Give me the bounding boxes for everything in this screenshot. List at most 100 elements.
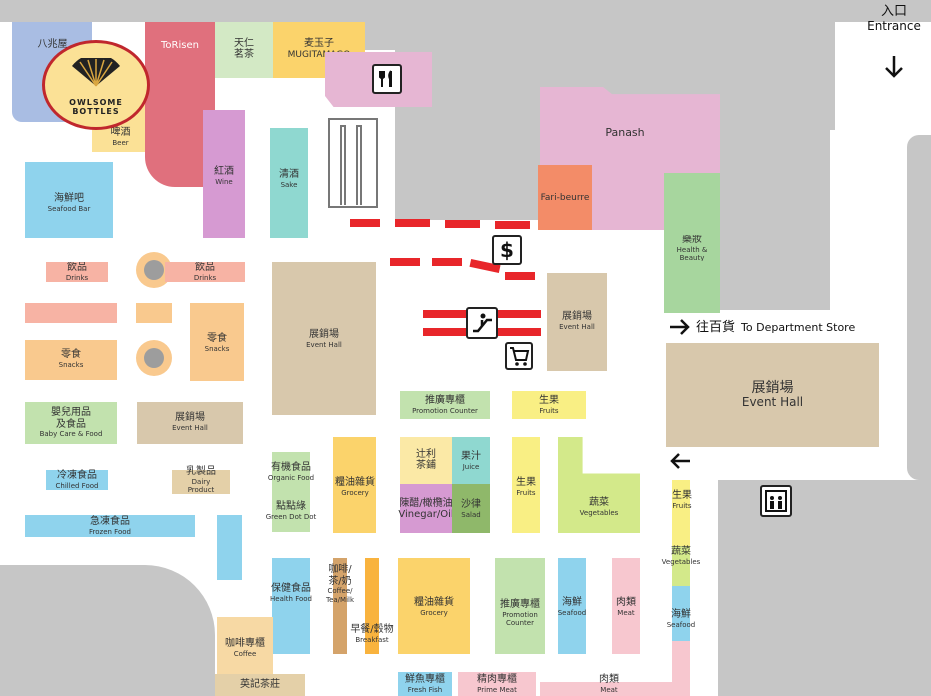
store-vinegar-label: 陳醋/橄欖油 Vinegar/Oil — [385, 494, 467, 524]
store-promotion-counter-bottom[interactable] — [495, 558, 545, 654]
store-coffee-tea-label: 咖啡/ 茶/奶 Coffee/ Tea/Milk — [318, 560, 362, 608]
store-snacks-right-name: 零食 — [207, 333, 227, 345]
store-drinks-right-en: Drinks — [193, 273, 217, 282]
store-coffee-tea[interactable] — [333, 558, 347, 654]
store-chilled-food-name: 冷凍食品 — [57, 470, 97, 482]
store-organic-en: Organic Food — [267, 473, 315, 482]
store-green-dot-name: 點點綠 — [276, 501, 306, 513]
store-drinks-right[interactable] — [165, 262, 245, 282]
store-event-hall-right-label: 展銷場 Event Hall — [666, 375, 879, 415]
store-mugitamago-label: 麦玉子 MUGITAMAGO — [273, 34, 365, 64]
store-meat-bottom-en: Meat — [600, 685, 618, 694]
store-coffee-tea-en: Coffee/ — [327, 587, 353, 596]
store-bazhao-label: 八兆屋 — [37, 39, 68, 51]
dollar-icon: $ — [492, 235, 522, 265]
lift-icon — [760, 485, 792, 517]
store-grocery-bottom-name: 糧油雜貨 — [414, 597, 454, 609]
arrow-down-icon — [882, 54, 906, 80]
store-juice[interactable] — [452, 437, 490, 484]
store-seafood[interactable] — [558, 558, 586, 654]
store-seafood-right[interactable] — [672, 586, 690, 641]
store-wine[interactable] — [203, 110, 245, 238]
store-fruits-top-name: 生果 — [539, 395, 559, 407]
store-baby-care-en: Baby Care & Food — [39, 430, 103, 439]
store-soy-shop-name2: 茶鋪 — [416, 460, 436, 471]
store-fruits-mid-en: Fruits — [516, 488, 536, 497]
store-snacks-right[interactable] — [190, 303, 244, 381]
store-seafood-name: 海鮮 — [562, 597, 582, 609]
store-baby-care[interactable] — [25, 402, 117, 444]
store-event-hall-right-name: 展銷場 — [751, 380, 794, 397]
store-grocery-top-label: 糧油雜貨 Grocery — [330, 474, 380, 500]
store-dairy[interactable] — [172, 470, 230, 494]
store-seafood-bar-label: 海鮮吧 Seafood Bar — [25, 190, 113, 216]
store-organic[interactable] — [272, 452, 310, 532]
store-meat-bottom[interactable] — [540, 682, 672, 696]
store-promotion-counter-top-label: 推廣專櫃 Promotion Counter — [400, 392, 490, 418]
store-breakfast[interactable] — [365, 558, 379, 654]
store-health-food-name: 保健食品 — [271, 583, 311, 595]
store-soy-shop[interactable] — [400, 437, 452, 484]
store-grocery-bottom[interactable] — [398, 558, 470, 654]
store-event-hall-left-label: 展銷場 Event Hall — [137, 408, 243, 436]
store-drinks-left-en: Drinks — [65, 273, 89, 282]
store-vegetables-mid-name: 蔬菜 — [589, 497, 609, 509]
store-event-hall-right[interactable] — [666, 343, 879, 447]
store-organic-name: 有機食品 — [271, 462, 311, 474]
store-snacks-left[interactable] — [25, 340, 117, 380]
store-breakfast-label: 早餐/穀物 Breakfast — [340, 622, 404, 646]
corridor-center-top — [395, 108, 545, 220]
store-vinegar[interactable] — [400, 484, 452, 533]
store-fresh-fish-en: Fresh Fish — [407, 685, 443, 694]
store-drinks-left[interactable] — [46, 262, 108, 282]
store-wine-label: 紅酒 Wine — [203, 162, 245, 190]
store-yingji[interactable] — [215, 674, 305, 696]
store-seafood-en: Seafood — [557, 608, 587, 617]
pillar-2-core — [144, 348, 164, 368]
arrow-left-icon — [668, 452, 692, 470]
store-event-hall-small-label: 展銷場 Event Hall — [547, 308, 607, 334]
store-fruits-top-en: Fruits — [539, 406, 559, 415]
store-meat-mid[interactable] — [612, 558, 640, 654]
store-salad-label: 沙律 Salad — [452, 496, 490, 522]
store-fruits-right-name: 生果 — [672, 490, 692, 502]
store-seafood-bar[interactable] — [25, 162, 113, 238]
store-tianren-name: 天仁 — [234, 37, 254, 49]
store-fruits-mid[interactable] — [512, 437, 540, 533]
store-salad[interactable] — [452, 484, 490, 533]
store-grocery-top-en: Grocery — [341, 488, 369, 497]
cashier-line-2 — [395, 219, 430, 227]
store-faribeurre[interactable] — [538, 165, 592, 230]
store-event-hall-center-label: 展銷場 Event Hall — [272, 326, 376, 352]
store-prime-meat[interactable] — [458, 672, 536, 696]
store-vegetables-right[interactable] — [672, 546, 690, 586]
store-fresh-fish[interactable] — [398, 672, 452, 696]
store-event-hall-small[interactable] — [547, 273, 607, 371]
store-soy-shop-label: 辻利 茶鋪 — [400, 445, 452, 475]
store-tianren[interactable] — [215, 22, 273, 78]
store-coffee-tea-name: 咖啡/ — [328, 564, 352, 576]
store-frozen-food[interactable] — [25, 515, 195, 537]
store-event-hall-left[interactable] — [137, 402, 243, 444]
store-fruits-right[interactable] — [672, 480, 690, 546]
store-drinks-right-name: 飲品 — [195, 262, 215, 274]
store-health-food[interactable] — [272, 558, 310, 654]
store-health-beauty[interactable] — [664, 173, 720, 313]
store-mugitamago-name: 麦玉子 — [304, 38, 334, 50]
store-promotion-counter-top[interactable] — [400, 391, 490, 419]
store-sake[interactable] — [270, 128, 308, 238]
store-breakfast-en: Breakfast — [355, 635, 389, 644]
corridor-left-bottom — [0, 565, 215, 696]
store-chilled-food[interactable] — [46, 470, 108, 490]
store-meat-mid-name: 肉類 — [616, 597, 636, 609]
store-grocery-top[interactable] — [333, 437, 376, 533]
store-sake-en: Sake — [280, 180, 298, 189]
store-fruits-top[interactable] — [512, 391, 586, 419]
store-event-hall-center[interactable] — [272, 262, 376, 415]
escalator-step-2 — [356, 125, 362, 205]
escalator-outline — [328, 118, 378, 208]
escalator-icon — [466, 307, 498, 339]
store-health-beauty-en: Health & Beauty — [676, 245, 708, 261]
store-chilled-food-en: Chilled Food — [55, 481, 99, 490]
store-event-hall-right-en: Event Hall — [741, 395, 804, 410]
